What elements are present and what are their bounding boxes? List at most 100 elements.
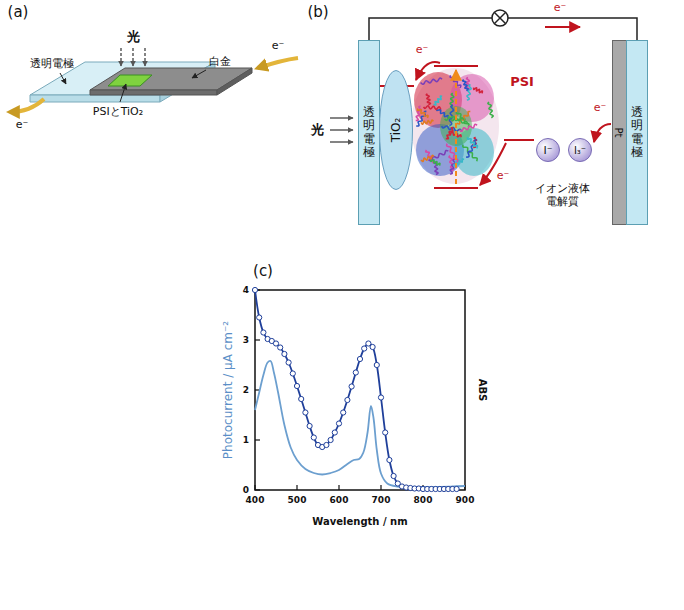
psi-tio2-area <box>108 75 152 86</box>
node-text: Pt <box>613 128 624 138</box>
helix-stroke <box>459 124 477 131</box>
helix-stroke <box>431 160 440 166</box>
energy-level <box>434 187 478 189</box>
data-curves <box>252 287 465 491</box>
iodide-ion-shape <box>537 139 560 162</box>
absorbance-marker <box>286 360 291 365</box>
lamp-cross <box>495 13 506 24</box>
helix-stroke <box>437 109 449 119</box>
node-text: 透明電極 <box>363 106 375 159</box>
helix-stroke <box>418 109 429 119</box>
tick-label: 4 <box>243 285 249 295</box>
tick-label: 3 <box>243 335 249 345</box>
tio2-layer-shape <box>380 71 413 190</box>
absorbance-marker <box>303 410 308 415</box>
electron-flow-arrow <box>545 26 580 28</box>
energy-level <box>434 65 478 67</box>
tick-label: 500 <box>288 495 307 505</box>
device-sketch <box>10 48 298 112</box>
spectrum-chart <box>252 287 465 491</box>
axis-ticks <box>255 290 465 490</box>
protein-label: PSI <box>510 75 534 90</box>
electron-label: e⁻ <box>272 40 285 53</box>
absorbance-marker <box>294 383 299 388</box>
leader-line <box>60 73 66 84</box>
electron-transfer-arrow <box>594 124 611 142</box>
photocurrent-line <box>255 361 465 487</box>
lamp-symbol <box>492 10 508 26</box>
axis-title: Wavelength / nm <box>312 516 407 528</box>
absorbance-line <box>255 290 457 489</box>
electrolyte-label: イオン液体電解質 <box>531 183 593 208</box>
platinum-band: Pt <box>612 40 627 225</box>
absorbance-marker <box>278 345 283 350</box>
absorbance-marker <box>332 430 337 435</box>
electron-label: e⁻ <box>594 102 607 115</box>
helix-stroke <box>467 85 471 100</box>
y-tick <box>255 489 260 490</box>
absorbance-marker <box>324 442 329 447</box>
glass-side <box>30 95 160 102</box>
electron-transfer-arrow <box>416 62 440 80</box>
node-text: TiO₂ <box>389 118 403 143</box>
psi-protein <box>411 68 499 184</box>
iodide-ion: I⁻ <box>536 138 560 162</box>
helix-stroke <box>421 78 442 84</box>
absorbance-marker <box>391 473 396 478</box>
part-label: PSIとTiO₂ <box>93 106 143 119</box>
tick-label: 1 <box>243 435 249 445</box>
absorbance-marker <box>252 287 257 292</box>
absorbance-marker <box>387 457 392 462</box>
helix-stroke <box>449 105 453 126</box>
helix-stroke <box>463 145 477 161</box>
node-text: 透明電極 <box>631 106 643 159</box>
helix-stroke <box>434 96 443 105</box>
absorbance-marker <box>374 362 379 367</box>
leader-line <box>120 84 126 102</box>
absorbance-marker <box>378 395 383 400</box>
absorbance-marker <box>257 315 262 320</box>
electron-label: e⁻ <box>554 2 567 15</box>
light-arrows <box>330 118 353 142</box>
absorbance-marker <box>357 356 362 361</box>
light-label: 光 <box>311 123 324 138</box>
part-label: 白金 <box>209 56 231 69</box>
tick-label: 0 <box>243 485 249 495</box>
helix-stroke <box>488 102 493 118</box>
platinum-band-shape <box>612 41 626 225</box>
x-tick <box>296 485 297 490</box>
platinum-edge <box>217 68 252 95</box>
electrode-band-shape <box>627 41 648 225</box>
helix-stroke <box>450 159 455 174</box>
helix-stroke <box>467 137 477 148</box>
absorbance-marker <box>307 423 312 428</box>
absorbance-marker <box>336 421 341 426</box>
tick-label: 900 <box>456 495 475 505</box>
absorbance-marker <box>328 437 333 442</box>
triiodide-ion-shape <box>569 139 592 162</box>
absorbance-marker <box>362 346 367 351</box>
absorbance-marker <box>261 330 266 335</box>
protein-body <box>411 68 499 184</box>
tick-label: 400 <box>246 495 265 505</box>
plot-frame <box>255 290 465 490</box>
axis-title: ABS <box>476 379 488 402</box>
absorbance-marker <box>345 397 350 402</box>
y-tick <box>255 339 260 340</box>
helix-stroke <box>446 127 454 138</box>
absorbance-marker <box>370 344 375 349</box>
absorbance-marker <box>290 371 295 376</box>
absorbance-marker <box>454 486 459 491</box>
tick-label: 600 <box>330 495 349 505</box>
x-tick <box>380 485 381 490</box>
helix-stroke <box>426 94 430 105</box>
node-text: I₃⁻ <box>574 145 586 156</box>
helix-stroke <box>463 80 469 91</box>
y-tick <box>255 439 260 440</box>
part-label: 透明電極 <box>30 58 74 71</box>
light-arrows <box>121 48 145 66</box>
leader-line <box>192 70 206 78</box>
electron-label: e⁻ <box>416 44 429 57</box>
absorbance-marker <box>353 370 358 375</box>
